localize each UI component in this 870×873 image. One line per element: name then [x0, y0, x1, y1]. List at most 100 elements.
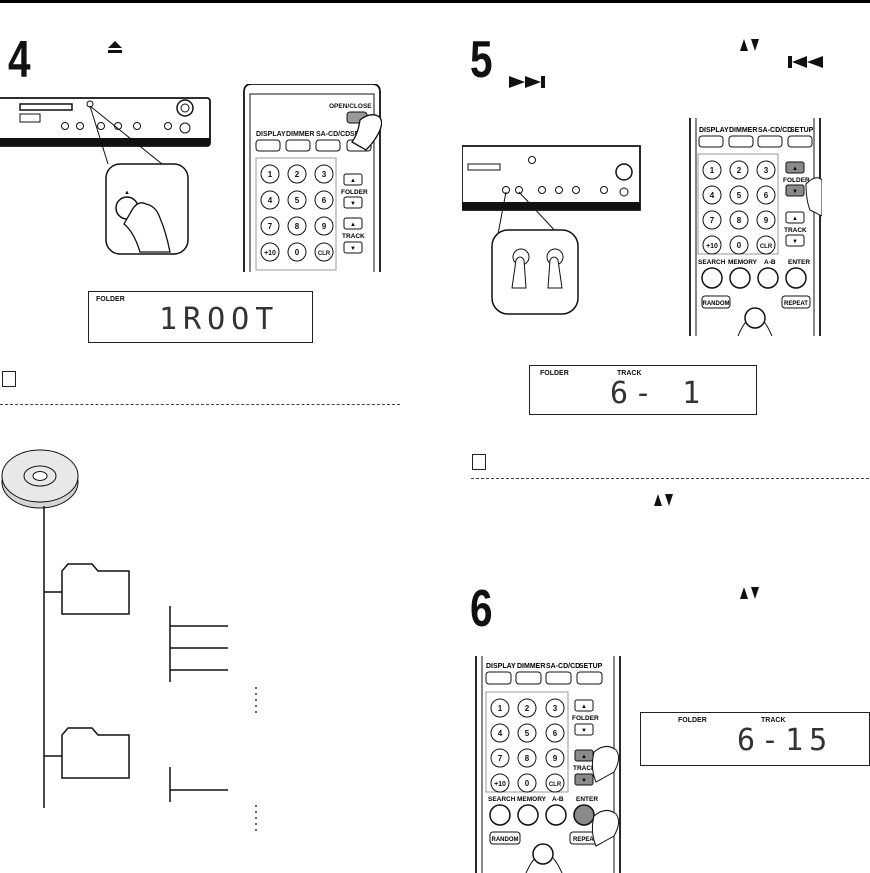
svg-text:3: 3: [553, 704, 558, 713]
svg-text:DISPLAY: DISPLAY: [486, 663, 516, 670]
key-plus10: +10: [264, 250, 276, 257]
svg-text:ENTER: ENTER: [576, 796, 598, 803]
key-7: 7: [268, 222, 273, 231]
svg-text:▼: ▼: [581, 728, 587, 734]
svg-text:1: 1: [710, 166, 715, 175]
open-close-label: OPEN/CLOSE: [329, 103, 372, 110]
svg-text:+10: +10: [494, 781, 506, 788]
remote-control-step5: DISPLAY DIMMER SA-CD/CD SETUP 1 2 3 4 5 …: [689, 118, 822, 336]
key-9: 9: [322, 222, 327, 231]
top-rule: [0, 0, 870, 3]
svg-text:2: 2: [525, 704, 530, 713]
svg-text:SETUP: SETUP: [790, 127, 814, 134]
svg-text:CLR: CLR: [549, 782, 562, 788]
eject-button-label: ▲: [124, 190, 130, 196]
svg-text:3: 3: [764, 166, 769, 175]
svg-text:▼: ▼: [581, 778, 587, 784]
svg-text:▲: ▲: [350, 178, 356, 184]
key-0: 0: [295, 248, 300, 257]
key-5: 5: [295, 196, 300, 205]
svg-text:MEMORY: MEMORY: [728, 259, 758, 266]
key-3: 3: [322, 170, 327, 179]
svg-text:▲: ▲: [581, 754, 587, 760]
dashed-divider: [471, 478, 869, 479]
display-folder-label: FOLDER: [96, 296, 125, 303]
svg-text:DISPLAY: DISPLAY: [699, 127, 729, 134]
key-1: 1: [268, 170, 273, 179]
display-label: DISPLAY: [256, 131, 286, 138]
key-4: 4: [268, 196, 273, 205]
svg-text:▼: ▼: [792, 189, 798, 195]
cd-player-skip-illustration: [462, 145, 641, 315]
dashed-divider: [0, 404, 400, 405]
up-down-arrows-icon: [740, 39, 759, 51]
svg-text:7: 7: [498, 754, 503, 763]
svg-text:FOLDER: FOLDER: [572, 715, 599, 722]
svg-text:FOLDER: FOLDER: [783, 177, 810, 184]
svg-text:▲: ▲: [581, 704, 587, 710]
svg-text:REPEAT: REPEAT: [784, 301, 808, 307]
svg-text:▲: ▲: [350, 222, 356, 228]
svg-text:MEMORY: MEMORY: [517, 796, 547, 803]
svg-text:▼: ▼: [350, 246, 356, 252]
key-6: 6: [322, 196, 327, 205]
key-2: 2: [295, 170, 300, 179]
svg-text:SEARCH: SEARCH: [698, 259, 726, 266]
svg-text:TRACK: TRACK: [784, 227, 807, 234]
svg-text:4: 4: [498, 729, 503, 738]
folder-icon: [61, 727, 130, 779]
up-down-arrows-icon: [654, 494, 673, 506]
key-clr: CLR: [318, 251, 331, 257]
svg-text:▼: ▼: [792, 239, 798, 245]
svg-text:8: 8: [525, 754, 530, 763]
svg-text:RANDOM: RANDOM: [492, 837, 519, 843]
svg-text:8: 8: [737, 216, 742, 225]
cd-player-illustration: ▲: [0, 97, 211, 255]
note-icon: [2, 371, 16, 387]
sacd-label: SA-CD/CD: [316, 131, 350, 138]
svg-text:▲: ▲: [792, 216, 798, 222]
display-panel-step5: FOLDER TRACK 6- 1: [529, 365, 757, 415]
step-4-number: 4: [8, 31, 31, 89]
svg-text:5: 5: [737, 191, 742, 200]
svg-text:▼: ▼: [350, 201, 356, 207]
display-panel-step6: FOLDER TRACK 6-15: [640, 712, 870, 766]
svg-text:SETUP: SETUP: [579, 663, 603, 670]
step-6-number: 6: [470, 580, 493, 638]
remote-control-step4: OPEN/CLOSE DISPLAY DIMMER SA-CD/CD SETUP…: [243, 84, 382, 272]
svg-text:4: 4: [710, 191, 715, 200]
svg-text:2: 2: [737, 166, 742, 175]
folder-icon: [61, 563, 130, 615]
svg-text:0: 0: [525, 779, 530, 788]
svg-text:CLR: CLR: [760, 244, 773, 250]
svg-text:9: 9: [764, 216, 769, 225]
svg-text:SA-CD/CD: SA-CD/CD: [546, 663, 580, 670]
remote-control-step6: DISPLAY DIMMER SA-CD/CD SETUP 1 2 3 4 5 …: [475, 656, 621, 873]
folder-label: FOLDER: [341, 189, 368, 196]
dimmer-label: DIMMER: [286, 131, 314, 138]
skip-back-icon: [788, 56, 823, 68]
svg-text:RANDOM: RANDOM: [703, 301, 730, 307]
svg-text:TRACK: TRACK: [573, 765, 596, 772]
svg-text:▲: ▲: [792, 166, 798, 172]
svg-text:DIMMER: DIMMER: [517, 663, 545, 670]
display-segments: 1ROOT: [159, 302, 280, 337]
svg-text:SA-CD/CD: SA-CD/CD: [758, 127, 792, 134]
svg-text:1: 1: [498, 704, 503, 713]
display-panel-step4: FOLDER 1ROOT: [88, 291, 313, 343]
svg-text:SEARCH: SEARCH: [488, 796, 516, 803]
note-icon: [472, 454, 486, 470]
svg-text:+10: +10: [706, 243, 718, 250]
eject-icon: [108, 41, 122, 53]
skip-forward-icon: [509, 76, 545, 88]
svg-text:6: 6: [553, 729, 558, 738]
up-down-arrows-icon: [740, 587, 759, 599]
track-label: TRACK: [342, 233, 365, 240]
key-8: 8: [295, 222, 300, 231]
svg-text:6: 6: [764, 191, 769, 200]
svg-text:A-B: A-B: [764, 259, 776, 266]
svg-text:DIMMER: DIMMER: [729, 127, 757, 134]
svg-text:0: 0: [737, 241, 742, 250]
svg-text:9: 9: [553, 754, 558, 763]
svg-text:A-B: A-B: [552, 796, 564, 803]
